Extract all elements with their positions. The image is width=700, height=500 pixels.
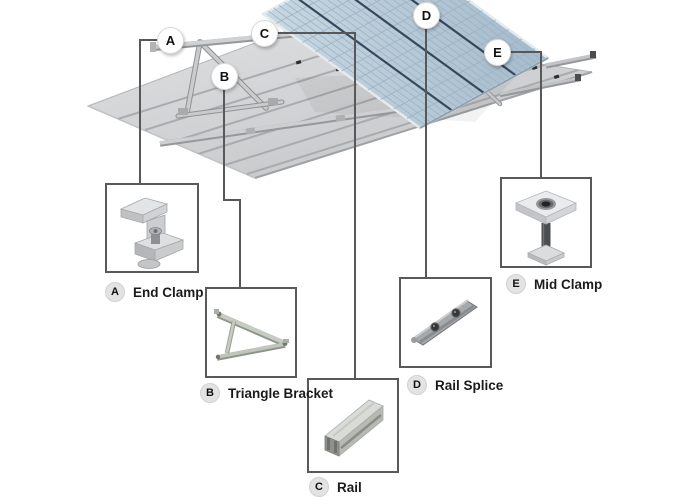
leader-line-a [139, 39, 158, 184]
marker-b: B [211, 63, 238, 90]
legend-item-end-clamp: A End Clamp [105, 282, 204, 302]
triangle-bracket-icon [214, 309, 289, 361]
legend-item-triangle-bracket: B Triangle Bracket [200, 383, 333, 403]
leader-lines [139, 28, 542, 379]
legend-letter-c: C [309, 477, 329, 497]
marker-d: D [413, 2, 440, 29]
legend-label-rail: Rail [337, 479, 362, 495]
rail-splice-icon [411, 299, 478, 346]
legend-letter-a: A [105, 282, 125, 302]
marker-e: E [484, 39, 511, 66]
leader-line-b [223, 89, 241, 288]
rail-icon [324, 399, 384, 457]
legend-item-mid-clamp: E Mid Clamp [506, 274, 602, 294]
triangle-bracket-box [205, 287, 297, 378]
legend-label-mid-clamp: Mid Clamp [534, 276, 603, 292]
rail-box [307, 378, 399, 473]
legend-label-triangle-bracket: Triangle Bracket [228, 385, 334, 401]
legend-letter-b: B [200, 383, 220, 403]
end-clamp-box [105, 183, 199, 273]
marker-a: A [157, 27, 184, 54]
end-clamp-icon [119, 197, 185, 269]
legend-label-end-clamp: End Clamp [133, 284, 204, 300]
leader-line-e [510, 51, 542, 178]
legend-letter-e: E [506, 274, 526, 294]
mid-clamp-icon [514, 190, 578, 266]
legend-item-rail-splice: D Rail Splice [407, 375, 503, 395]
legend-letter-d: D [407, 375, 427, 395]
marker-c: C [251, 20, 278, 47]
legend-label-rail-splice: Rail Splice [435, 377, 504, 393]
rail-splice-box [399, 277, 492, 368]
leader-line-c [277, 32, 356, 379]
mid-clamp-box [500, 177, 592, 268]
legend-item-rail: C Rail [309, 477, 362, 497]
